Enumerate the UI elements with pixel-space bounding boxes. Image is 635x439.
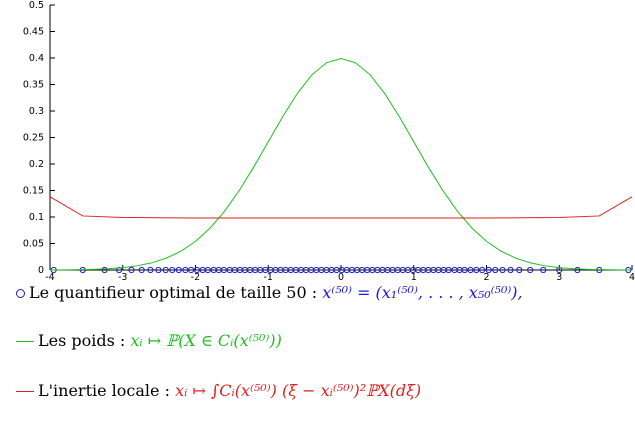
x-tick-label: 1 xyxy=(411,272,417,280)
quantizer-point xyxy=(204,266,211,274)
x-tick-label: -3 xyxy=(118,272,127,280)
quantizer-point xyxy=(479,266,486,274)
quantizer-point xyxy=(193,266,201,274)
x-tick-label: -1 xyxy=(264,272,273,280)
red-line-icon xyxy=(16,391,34,392)
quantizer-point xyxy=(138,266,145,274)
y-tick-label: 0.5 xyxy=(29,0,44,11)
series-quantizer-points xyxy=(50,266,632,274)
quantizer-point xyxy=(116,266,123,274)
quantizer-point xyxy=(128,266,135,274)
quantizer-point xyxy=(485,266,492,274)
quantizer-point xyxy=(473,266,480,274)
quantizer-point xyxy=(162,266,169,274)
quantizer-point xyxy=(467,266,474,274)
green-line-icon xyxy=(16,341,34,342)
quantizer-point xyxy=(169,266,176,274)
quantizer-point xyxy=(461,266,468,274)
x-tick-label: 2 xyxy=(483,272,489,280)
quantizer-point xyxy=(445,266,452,274)
quantizer-point xyxy=(574,266,581,274)
quantizer-point xyxy=(155,266,162,274)
y-tick-label: 0.35 xyxy=(23,80,44,91)
y-tick-label: 0.4 xyxy=(29,53,44,64)
quantizer-point xyxy=(540,266,547,274)
quantizer-point xyxy=(516,266,523,274)
series-line-inertia xyxy=(49,196,633,219)
y-tick-label: 0.45 xyxy=(23,27,44,38)
legend-quantizer-formula: x⁽⁵⁰⁾ = (x₁⁽⁵⁰⁾, . . . , x₅₀⁽⁵⁰⁾), xyxy=(322,283,523,302)
legend-inertia-formula: xᵢ ↦ ∫Cᵢ(x⁽⁵⁰⁾) (ξ − xᵢ⁽⁵⁰⁾)²ℙX(dξ) xyxy=(175,381,422,400)
y-tick-label: 0.15 xyxy=(23,186,44,197)
quantizer-point xyxy=(499,266,506,274)
legend-weights-label: Les poids : xyxy=(38,331,126,350)
legend-quantizer-label: Le quantifieur optimal de taille 50 : xyxy=(29,283,318,302)
y-tick-label: 0.05 xyxy=(23,239,44,250)
y-tick-label: 0.3 xyxy=(29,106,44,117)
quantizer-point xyxy=(188,266,195,274)
y-tick-label: 0.25 xyxy=(23,133,44,144)
x-tick-label: 3 xyxy=(556,272,562,280)
y-tick-label: 0 xyxy=(38,265,44,276)
quantizer-chart: 0 0.05 0.1 0.15 0.2 0.25 0.3 0.35 0.4 0.45 0.5 -4 -3… xyxy=(23,0,635,280)
quantizer-point xyxy=(175,266,182,274)
x-tick-label: 4 xyxy=(629,272,635,280)
quantizer-point xyxy=(527,266,534,274)
legend-weights-formula: xᵢ ↦ ℙ(X ∈ Cᵢ(x⁽⁵⁰⁾)) xyxy=(130,331,282,350)
y-tick-label: 0.1 xyxy=(29,212,44,223)
quantizer-point xyxy=(492,266,499,274)
x-tick-label: -2 xyxy=(191,272,200,280)
quantizer-point xyxy=(182,266,189,274)
quantizer-point xyxy=(220,266,227,274)
y-tick-label: 0.2 xyxy=(29,159,44,170)
quantizer-point xyxy=(507,266,514,274)
x-tick-label: 0 xyxy=(338,272,344,280)
quantizer-point xyxy=(147,266,154,274)
legend-item-quantizer: Le quantifieur optimal de taille 50 : x⁽… xyxy=(16,283,523,303)
x-tick-label: -4 xyxy=(45,272,54,280)
series-line-weights xyxy=(49,58,633,271)
quantizer-point xyxy=(101,266,108,274)
legend-item-weights: Les poids : xᵢ ↦ ℙ(X ∈ Cᵢ(x⁽⁵⁰⁾)) xyxy=(16,331,282,351)
legend-item-inertia: L'inertie locale : xᵢ ↦ ∫Cᵢ(x⁽⁵⁰⁾) (ξ − … xyxy=(16,381,421,401)
circle-marker-icon xyxy=(16,289,25,298)
legend-inertia-label: L'inertie locale : xyxy=(38,381,170,400)
